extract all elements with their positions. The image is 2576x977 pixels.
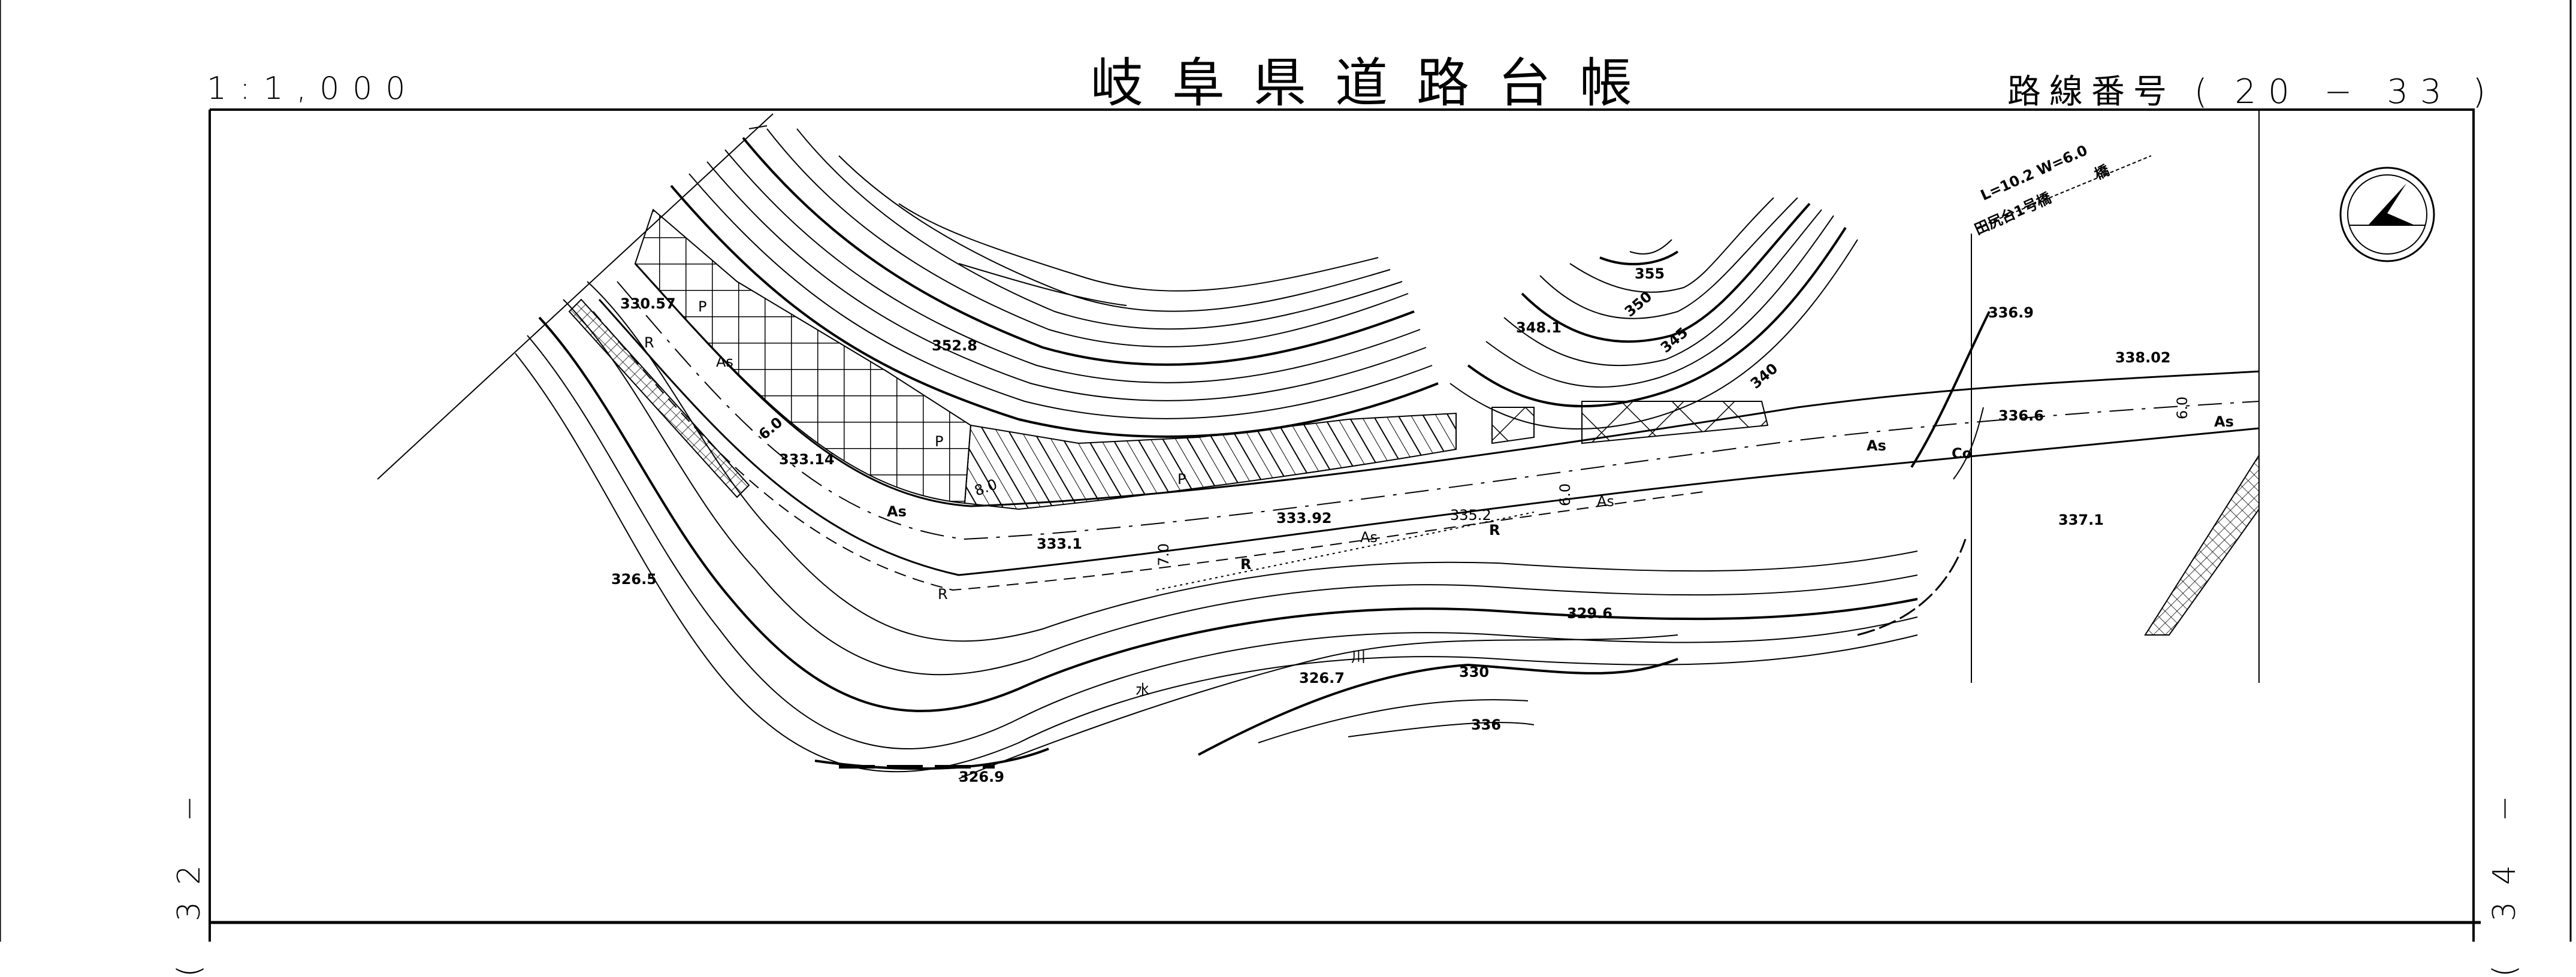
elevation-350: 350 bbox=[1621, 288, 1655, 320]
pavement-p-3: P bbox=[1177, 471, 1186, 488]
elevation-336-9: 336.9 bbox=[1988, 304, 2034, 321]
route-open-paren: ( bbox=[2194, 72, 2216, 111]
elevation-355: 355 bbox=[1635, 265, 1665, 282]
surface-as-6: As bbox=[2214, 413, 2234, 430]
elevation-326-5: 326.5 bbox=[611, 571, 657, 588]
surface-as-3: As bbox=[1360, 529, 1378, 546]
drawing-boundary bbox=[377, 113, 774, 480]
scale-label: 1:1,000 bbox=[207, 71, 419, 107]
elevation-326-7: 326.7 bbox=[1299, 670, 1345, 686]
elevation-336-6: 336.6 bbox=[1998, 407, 2044, 424]
sheet-frame bbox=[0, 0, 2572, 942]
pavement-p-1: P bbox=[698, 298, 706, 315]
retaining-r-4: R bbox=[1489, 522, 1500, 539]
elevation-337-1: 337.1 bbox=[2058, 512, 2104, 528]
surface-as-5: As bbox=[1867, 437, 1886, 454]
width-7-0: 7.0 bbox=[1155, 543, 1172, 566]
elevation-352-8: 352.8 bbox=[932, 337, 977, 354]
retaining-r-3: R bbox=[1240, 556, 1251, 573]
elevation-348-1: 348.1 bbox=[1516, 319, 1562, 336]
route-close-paren: ) bbox=[2472, 72, 2495, 111]
elevation-340: 340 bbox=[1747, 360, 1781, 392]
surface-co: Co bbox=[1952, 445, 1972, 462]
width-6-0-east: 6.0 bbox=[2174, 397, 2191, 419]
hatched-areas bbox=[568, 208, 2260, 636]
map-labels: L=10.2 W=6.0 田尻台1号橋 橋 330.57 352.8 348.1… bbox=[611, 142, 2234, 785]
page-title: 岐阜県道路台帳 bbox=[1091, 52, 1662, 114]
elevation-333-92: 333.92 bbox=[1276, 510, 1332, 527]
elevation-330-57: 330.57 bbox=[620, 295, 676, 312]
road-map-drawing: L=10.2 W=6.0 田尻台1号橋 橋 330.57 352.8 348.1… bbox=[0, 0, 2572, 942]
route-number: 20 − 33 bbox=[2234, 72, 2454, 111]
pavement-p-2: P bbox=[935, 433, 943, 450]
bridge bbox=[1910, 155, 2152, 683]
elevation-329-6: 329.6 bbox=[1567, 605, 1612, 622]
elevation-326-9: 326.9 bbox=[959, 769, 1004, 785]
route-label: 路線番号 bbox=[2007, 72, 2175, 111]
width-6-0-mid: 6.0 bbox=[1557, 483, 1574, 506]
elevation-338-02: 338.02 bbox=[2115, 349, 2171, 366]
elevation-335-2: 335.2 bbox=[1450, 507, 1491, 524]
north-arrow-icon bbox=[2339, 167, 2435, 262]
elevation-330: 330 bbox=[1459, 664, 1489, 680]
retaining-r-2: R bbox=[938, 586, 948, 603]
route-number-label: 路線番号 ( 20 − 33 ) bbox=[2007, 65, 2494, 113]
surface-as-2: As bbox=[887, 503, 907, 520]
surface-as-4: As bbox=[1597, 493, 1614, 510]
width-6-0-west: 6.0 bbox=[756, 414, 786, 443]
elevation-336: 336 bbox=[1471, 716, 1501, 733]
river-kawa-mark: 川 bbox=[1351, 649, 1366, 666]
bridge-label: 橋 bbox=[2092, 162, 2112, 183]
surface-as-1: As bbox=[716, 353, 733, 370]
retaining-r-1: R bbox=[644, 334, 654, 351]
road bbox=[593, 262, 2260, 591]
elevation-333-14: 333.14 bbox=[779, 451, 835, 468]
elevation-333-1: 333.1 bbox=[1037, 536, 1082, 552]
river-water-mark: 水 bbox=[1136, 682, 1150, 698]
